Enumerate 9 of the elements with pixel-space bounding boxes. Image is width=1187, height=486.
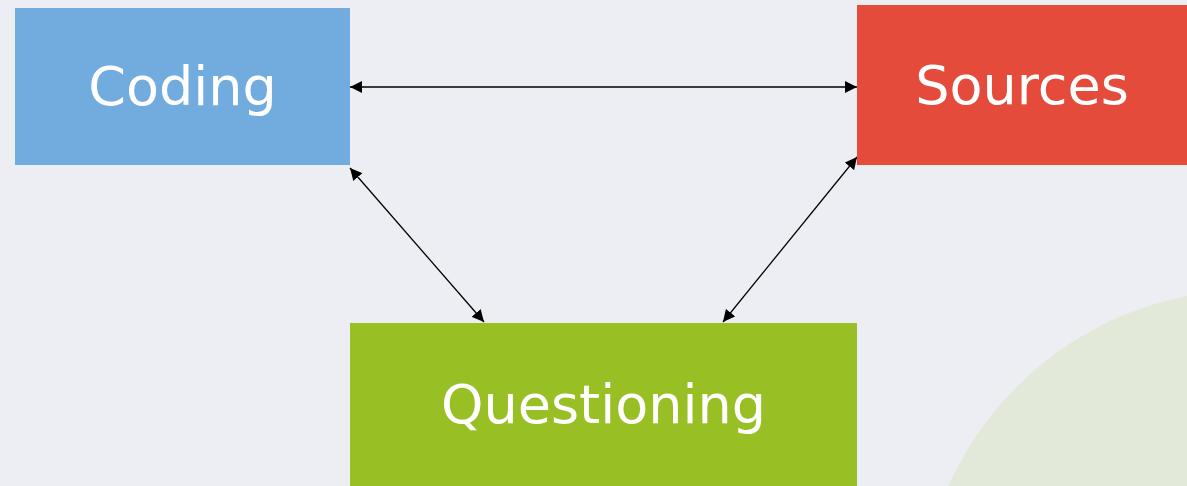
box-label: Questioning (441, 373, 766, 436)
double-arrow (349, 81, 858, 93)
colored-box (350, 323, 857, 486)
box-label: Coding (88, 55, 277, 118)
double-arrow (722, 156, 858, 323)
double-arrow (349, 167, 485, 323)
colored-box (857, 5, 1187, 165)
colored-box (15, 8, 350, 165)
box-label: Sources (915, 53, 1129, 117)
